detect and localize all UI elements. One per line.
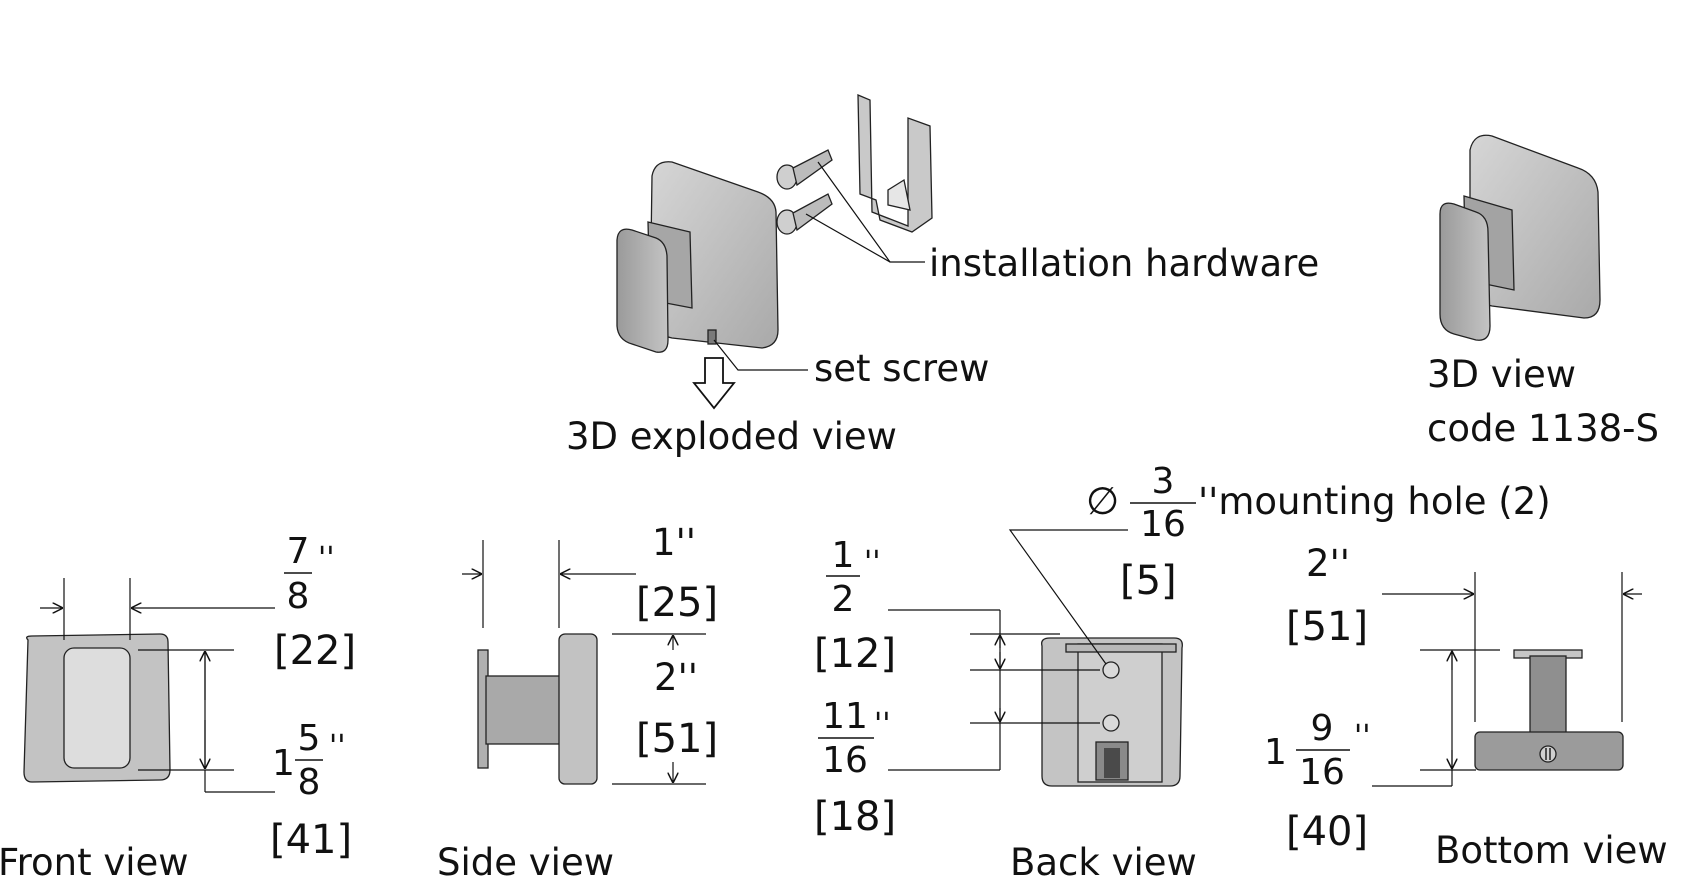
- exploded-view-title: 3D exploded view: [566, 415, 897, 458]
- bottom-height-mm: [40]: [1286, 809, 1368, 855]
- bottom-height-denominator: 16: [1299, 752, 1345, 793]
- front-height-whole: 1: [272, 743, 295, 784]
- bottom-width-inches: 2'': [1306, 542, 1350, 585]
- front-width-denominator: 8: [287, 576, 310, 617]
- side-depth-mm: [25]: [636, 580, 718, 626]
- back-view-drawing: [888, 529, 1183, 787]
- hole-mm: [5]: [1120, 558, 1177, 604]
- bottom-view-title: Bottom view: [1435, 829, 1668, 872]
- front-width-unit: '': [318, 541, 335, 576]
- product-code: code 1138-S: [1427, 407, 1659, 450]
- set-screw-label: set screw: [814, 347, 989, 390]
- exploded-front-cap: [616, 228, 669, 353]
- front-view-title: Front view: [0, 841, 189, 881]
- exploded-view-drawing: [616, 94, 933, 410]
- mounting-bracket: [857, 94, 933, 233]
- 3d-view-title: 3D view: [1427, 353, 1576, 396]
- front-height-denominator: 8: [298, 762, 321, 803]
- bottom-height-whole: 1: [1264, 732, 1287, 773]
- back-a-unit: '': [864, 545, 881, 580]
- front-height-numerator: 5: [298, 718, 321, 759]
- back-b-denominator: 16: [822, 740, 868, 781]
- removal-direction-arrow: [692, 357, 736, 410]
- screw-upper: [776, 149, 833, 190]
- side-height-mm: [51]: [636, 716, 718, 762]
- bottom-view-drawing: [1372, 572, 1642, 787]
- back-b-numerator: 11: [822, 696, 868, 737]
- back-a-mm: [12]: [814, 631, 896, 677]
- hole-denominator: 16: [1140, 504, 1186, 545]
- set-screw-part: [707, 329, 717, 345]
- mounting-hole-label: ''mounting hole (2): [1198, 480, 1551, 523]
- back-b-unit: '': [874, 707, 891, 742]
- bottom-width-mm: [51]: [1286, 604, 1368, 650]
- screw-lower: [776, 193, 833, 235]
- diameter-symbol: ∅: [1086, 479, 1119, 523]
- side-view-title: Side view: [437, 841, 614, 881]
- back-view-title: Back view: [1010, 841, 1197, 881]
- front-height-mm: [41]: [270, 817, 352, 863]
- front-height-unit: '': [329, 729, 346, 764]
- assembled-view-drawing: [1439, 134, 1601, 341]
- hole-numerator: 3: [1152, 461, 1175, 502]
- back-b-mm: [18]: [814, 794, 896, 840]
- back-a-denominator: 2: [832, 579, 855, 620]
- side-depth-inches: 1'': [652, 521, 696, 564]
- front-view-drawing: [23, 578, 275, 793]
- front-width-numerator: 7: [287, 531, 310, 572]
- side-height-inches: 2'': [654, 656, 698, 699]
- bottom-height-unit: '': [1354, 719, 1371, 754]
- back-a-numerator: 1: [832, 535, 855, 576]
- side-view-drawing: [462, 540, 706, 785]
- bottom-height-numerator: 9: [1311, 708, 1334, 749]
- installation-hardware-label: installation hardware: [929, 242, 1319, 285]
- front-width-mm: [22]: [274, 628, 356, 674]
